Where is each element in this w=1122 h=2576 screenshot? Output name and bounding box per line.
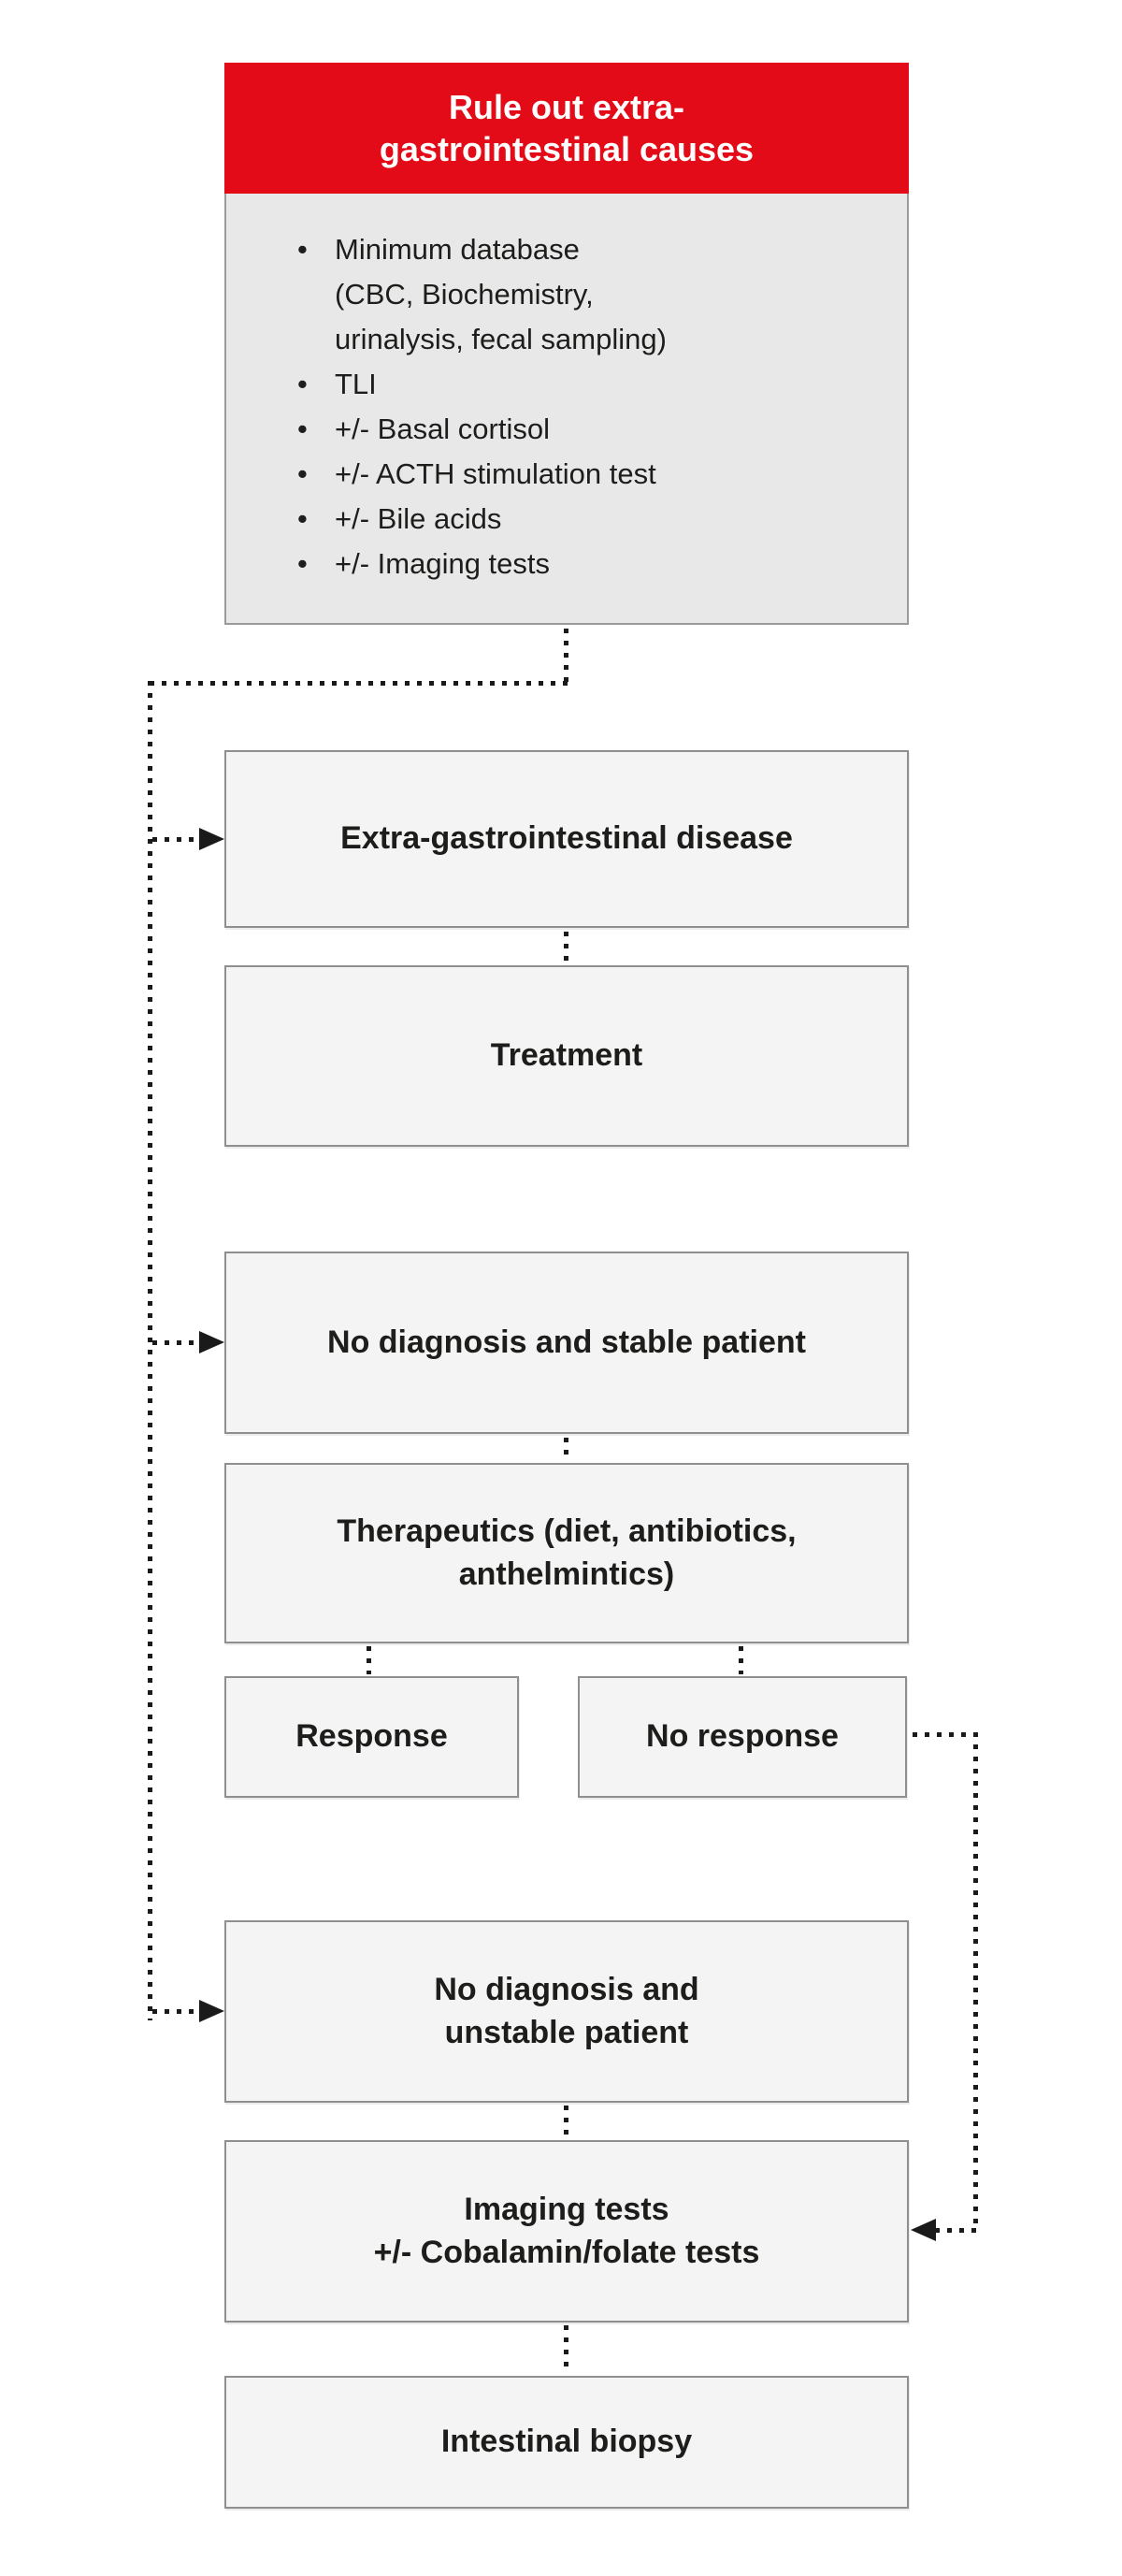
- box-therapeutics: Therapeutics (diet, antibiotics,anthelmi…: [224, 1463, 909, 1643]
- connector-top-horizontal: [150, 681, 568, 686]
- box-label: Treatment: [490, 1037, 643, 1074]
- arrow-left-icon: [911, 2219, 936, 2241]
- box-no-response: No response: [578, 1676, 907, 1798]
- workup-list: • Minimum database(CBC, Biochemistry,urin…: [297, 227, 879, 586]
- box-label: Extra-gastrointestinal disease: [340, 820, 793, 857]
- box-treatment: Treatment: [224, 965, 909, 1147]
- connector-stable-therapeutics: [564, 1438, 568, 1461]
- box-label: Intestinal biopsy: [440, 2424, 693, 2460]
- box-intestinal-biopsy: Intestinal biopsy: [224, 2376, 909, 2509]
- header-title: Rule out extra-gastrointestinal causes: [379, 88, 755, 168]
- list-item: • TLI: [297, 362, 879, 407]
- box-label: Response: [295, 1718, 448, 1755]
- box-imaging-cobalamin: Imaging tests+/- Cobalamin/folate tests: [224, 2140, 909, 2323]
- list-item-text: Minimum database(CBC, Biochemistry,urina…: [335, 233, 667, 355]
- connector-unstable-imaging: [564, 2106, 568, 2138]
- connector-stub-stable: [152, 1340, 201, 1345]
- box-label: Imaging tests+/- Cobalamin/folate tests: [373, 2191, 760, 2270]
- connector-imaging-biopsy: [564, 2325, 568, 2374]
- bullet-icon: •: [297, 412, 308, 445]
- list-item-text: +/- ACTH stimulation test: [335, 457, 656, 490]
- connector-therapeutics-noresponse: [739, 1646, 743, 1674]
- connector-left-rail: [148, 681, 152, 2020]
- bullet-icon: •: [297, 233, 308, 266]
- bullet-icon: •: [297, 547, 308, 580]
- list-item: • +/- ACTH stimulation test: [297, 452, 879, 497]
- box-label: Therapeutics (diet, antibiotics,anthelmi…: [337, 1512, 797, 1592]
- list-item: • +/- Bile acids: [297, 497, 879, 542]
- list-item-text: +/- Imaging tests: [335, 547, 551, 580]
- arrow-right-icon: [199, 2000, 224, 2022]
- connector-stub-unstable: [152, 2009, 201, 2014]
- box-response: Response: [224, 1676, 519, 1798]
- connector-imaging-stub: [935, 2228, 978, 2233]
- arrow-right-icon: [199, 1331, 224, 1353]
- connector-stub-extra-gi: [152, 837, 201, 842]
- box-label: No diagnosis and stable patient: [327, 1324, 806, 1360]
- list-item-text: +/- Bile acids: [335, 502, 502, 535]
- connector-extragi-treatment: [564, 932, 568, 963]
- bullet-icon: •: [297, 502, 308, 535]
- bullet-icon: •: [297, 368, 308, 400]
- list-item: • +/- Basal cortisol: [297, 407, 879, 452]
- connector-intake-drop: [564, 629, 568, 683]
- arrow-right-icon: [199, 828, 224, 850]
- box-label: No response: [646, 1718, 839, 1755]
- list-item-text: +/- Basal cortisol: [335, 412, 551, 445]
- header-box: Rule out extra-gastrointestinal causes: [224, 63, 909, 194]
- workup-list-box: • Minimum database(CBC, Biochemistry,urin…: [224, 194, 909, 625]
- list-item: • Minimum database(CBC, Biochemistry,urin…: [297, 227, 879, 362]
- connector-right-rail: [973, 1732, 978, 2231]
- list-item-text: TLI: [335, 368, 377, 400]
- list-item: • +/- Imaging tests: [297, 542, 879, 586]
- bullet-icon: •: [297, 457, 308, 490]
- box-no-diagnosis-stable: No diagnosis and stable patient: [224, 1252, 909, 1434]
- connector-noresponse-out: [913, 1732, 978, 1737]
- box-extra-gi-disease: Extra-gastrointestinal disease: [224, 750, 909, 928]
- connector-therapeutics-response: [367, 1646, 371, 1674]
